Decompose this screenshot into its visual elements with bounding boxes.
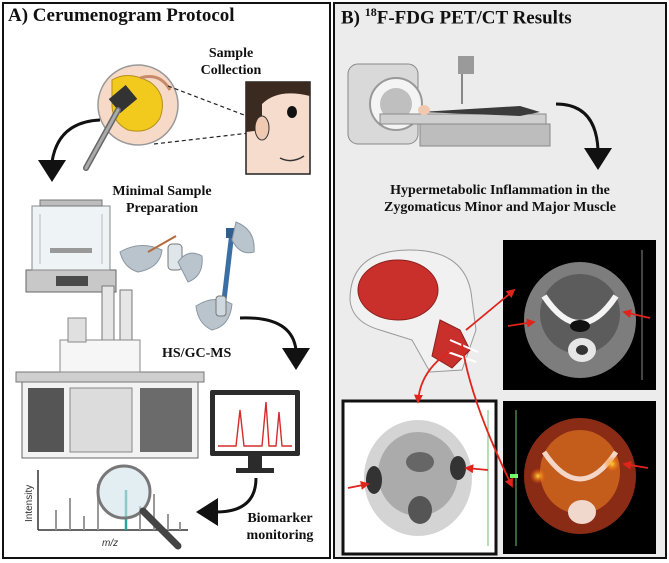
label-hsgcms: HS/GC-MS (162, 346, 232, 361)
label-line: Collection (200, 63, 262, 78)
flow-arrow (239, 316, 310, 370)
label-biomarker: Biomarker monitoring (232, 510, 328, 544)
red-indicator-arrows (347, 288, 651, 490)
pet-ct-scanner-illustration (347, 56, 551, 147)
label-line: Minimal Sample (112, 184, 212, 199)
analytical-balance-illustration (25, 199, 117, 293)
panel-a-title: A) Cerumenogram Protocol (8, 5, 235, 26)
monitor-chromatogram-illustration (210, 390, 300, 473)
label-line: Preparation (125, 201, 199, 216)
flow-arrow (555, 102, 612, 170)
fused-pet-ct-image (503, 401, 656, 554)
skull-muscle-illustration (349, 249, 479, 373)
label-line: Sample (208, 46, 254, 61)
label-sample-collection: Sample Collection (176, 45, 286, 79)
label-line: Biomarker (247, 511, 313, 526)
flow-arrow (38, 118, 101, 182)
title-prefix: B) (341, 7, 365, 29)
title-superscript: 18 (364, 5, 377, 19)
sample-preparation-illustration (119, 221, 255, 331)
mass-spectrum-illustration: Intensity m/z (24, 464, 188, 550)
gc-ms-instrument-illustration (15, 285, 205, 459)
flow-arrow (196, 477, 258, 526)
axis-label-intensity: Intensity (24, 485, 35, 522)
axis-label-mz: m/z (102, 538, 118, 549)
pet-scan-image (341, 399, 498, 556)
label-line: monitoring (246, 528, 314, 543)
label-line: Hypermetabolic Inflammation in the (390, 183, 610, 198)
face-profile-illustration (245, 81, 311, 175)
label-minimal-prep: Minimal Sample Preparation (82, 183, 242, 217)
label-finding: Hypermetabolic Inflammation in the Zygom… (340, 182, 660, 216)
label-line: Zygomaticus Minor and Major Muscle (383, 200, 617, 215)
ear-otoscope-illustration (83, 64, 179, 171)
title-rest: F-FDG PET/CT Results (376, 7, 572, 29)
panel-b-title: B) 18F-FDG PET/CT Results (341, 5, 572, 29)
